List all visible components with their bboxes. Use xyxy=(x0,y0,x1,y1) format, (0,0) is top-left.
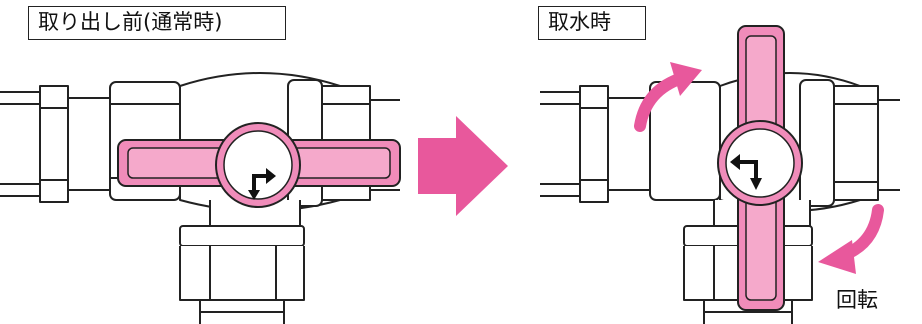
label-before-normal: 取り出し前(通常時) xyxy=(28,6,286,40)
flow-direction-icon-left xyxy=(248,168,276,200)
valve-right xyxy=(540,72,900,324)
transition-arrow-icon xyxy=(418,116,508,216)
valve-left xyxy=(0,72,400,324)
handle-left xyxy=(117,122,401,208)
label-rotation: 回転 xyxy=(836,288,878,312)
rotation-arrow-icon-top xyxy=(634,62,702,132)
label-water-intake: 取水時 xyxy=(538,6,646,40)
handle-right xyxy=(717,25,803,311)
flow-direction-icon-right xyxy=(730,154,762,190)
rotation-arrow-icon-bottom xyxy=(818,204,884,274)
